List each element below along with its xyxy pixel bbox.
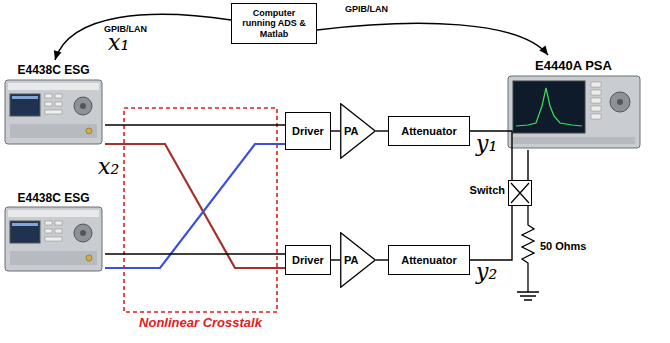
instrument-button (591, 82, 601, 87)
switch-box: Switch (508, 180, 532, 206)
instrument-body (5, 80, 102, 144)
connector (105, 124, 285, 125)
signal-name: y₂ (476, 261, 497, 283)
instrument-node: E4440A PSA (505, 55, 642, 150)
signal-name: x₁ (108, 32, 129, 54)
node-label: Computer running ADS & Matlab (236, 8, 312, 39)
spectrum-trace (516, 88, 582, 126)
region-label: Nonlinear Crosstalk (124, 315, 277, 330)
node-label: Driver (292, 125, 324, 138)
instrument-button (591, 90, 601, 95)
bus-label: GPIB/LAN (345, 4, 388, 14)
instrument-button (45, 221, 52, 225)
signal-generator (5, 80, 102, 144)
amplifier-shape (341, 104, 376, 159)
amplifier-triangle: PA (340, 103, 376, 159)
instrument-button (591, 106, 601, 111)
instrument-button (45, 229, 52, 233)
process-box: Driver (285, 245, 331, 275)
switch-cross (509, 181, 531, 205)
ground-symbol (517, 292, 539, 300)
instrument-button (55, 94, 62, 98)
node-label: E4440A PSA (535, 58, 612, 73)
connector (527, 150, 528, 180)
instrument-panel (10, 251, 97, 265)
instrument-button (591, 114, 601, 119)
instrument-screen (10, 221, 40, 243)
instrument-strip (8, 83, 99, 90)
node-label: E4438C ESG (17, 63, 89, 77)
instrument-panel (10, 124, 97, 138)
instrument-button (55, 221, 62, 225)
instrument-body (508, 76, 640, 148)
node-label: Attenuator (401, 254, 457, 267)
instrument-button (591, 98, 601, 103)
connector (470, 206, 512, 260)
instrument-button (55, 229, 62, 233)
rf-connector (86, 128, 92, 134)
switch-lines (511, 183, 529, 203)
amplifier-triangle: PA (340, 232, 376, 288)
instrument-button (55, 102, 62, 106)
connector (376, 259, 388, 260)
amplifier-shape (341, 233, 376, 288)
connector (317, 23, 548, 55)
node-label: PA (344, 254, 358, 266)
connector (55, 14, 231, 60)
connector (105, 144, 285, 268)
resistor-symbol (522, 206, 534, 292)
switch-label: Switch (470, 184, 505, 196)
process-box: Driver (285, 112, 331, 150)
process-box: Computer running ADS & Matlab (231, 3, 317, 44)
arrow-head (54, 50, 62, 60)
connector (105, 144, 285, 268)
signal-name: y₁ (476, 133, 497, 155)
instrument-node: E4438C ESG (2, 60, 105, 150)
instrument-body (5, 207, 102, 271)
signal-generator (5, 207, 102, 271)
node-label: PA (344, 125, 358, 137)
instrument-node: E4438C ESG (2, 188, 105, 275)
process-box: Attenuator (388, 245, 470, 275)
crosstalk-region (124, 108, 277, 312)
connector (331, 259, 340, 260)
instrument-screen (10, 94, 40, 116)
instrument-strip (8, 210, 99, 217)
instrument-knob (617, 99, 623, 105)
instrument-screen (513, 81, 585, 133)
instrument-knob (610, 92, 630, 112)
connector (376, 130, 388, 131)
connector (331, 130, 340, 131)
instrument-button (45, 94, 52, 98)
instrument-knob (80, 230, 86, 236)
node-label: Attenuator (401, 125, 457, 138)
process-box: Attenuator (388, 116, 470, 146)
node-label: E4438C ESG (17, 191, 89, 205)
signal-name: x₂ (98, 156, 119, 178)
rf-connector (86, 255, 92, 261)
connector (105, 253, 285, 254)
instrument-knob (74, 97, 92, 115)
bus-label: GPIB/LAN (104, 24, 147, 34)
instrument-button (45, 110, 62, 114)
connector (470, 131, 512, 180)
node-label: Driver (292, 254, 324, 267)
instrument-knob (80, 103, 86, 109)
instrument-panel (513, 137, 635, 144)
instrument-knob (74, 224, 92, 242)
value-label: 50 Ohms (540, 240, 586, 252)
screen-line (12, 96, 38, 99)
arrow-head (539, 45, 548, 55)
spectrum-analyzer (508, 76, 640, 148)
instrument-button (45, 102, 52, 106)
instrument-button (45, 237, 62, 241)
screen-line (12, 223, 38, 226)
